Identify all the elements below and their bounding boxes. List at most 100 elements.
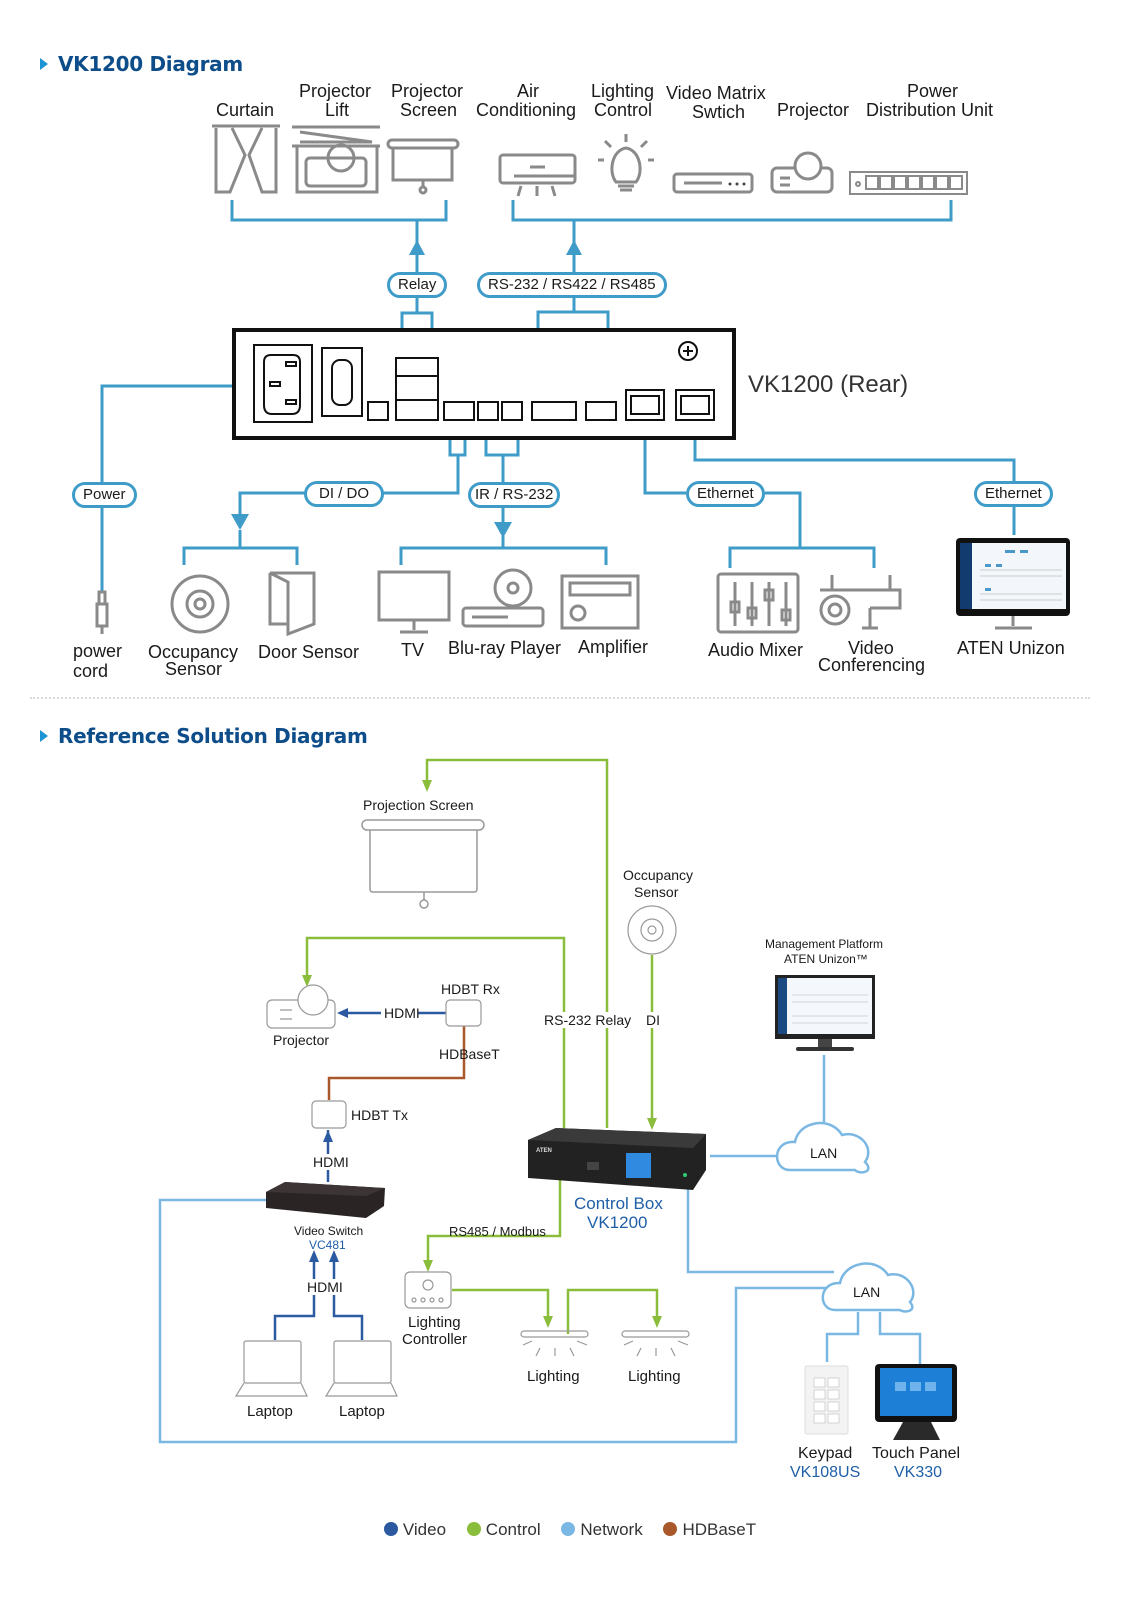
label-pdu-2: Distribution Unit	[866, 100, 994, 120]
label-lighting-control-1: Lighting	[591, 81, 655, 101]
label-air-cond-2: Conditioning	[476, 100, 577, 120]
wire-network-to-lan-2	[686, 1180, 834, 1274]
label-amplifier: Amplifier	[578, 637, 649, 657]
lan-cloud-2	[821, 1262, 915, 1313]
label-lighting-control-2: Control	[594, 100, 653, 120]
label-keypad: Keypad	[798, 1445, 853, 1462]
keypad-icon	[804, 1365, 849, 1435]
wire-network-panels	[825, 1312, 922, 1364]
label-hdbt-rx: HDBT Rx	[441, 981, 500, 997]
label-lighting-controller-1: Lighting	[408, 1314, 461, 1331]
door-sensor-icon	[268, 571, 316, 637]
arrow-up-icon	[566, 240, 582, 255]
label-touch-panel-model: VK330	[894, 1464, 943, 1481]
aten-unizon-monitor-icon	[956, 538, 1070, 630]
pill-ethernet-1: Ethernet	[686, 481, 765, 507]
arrow-down-icon	[302, 975, 312, 987]
legend-item-hdbaset: HDBaseT	[663, 1520, 756, 1540]
label-touch-panel: Touch Panel	[872, 1445, 961, 1462]
hdbt-rx-box	[445, 999, 482, 1027]
projector-icon	[266, 984, 336, 1029]
arrow-down-icon	[494, 522, 512, 538]
hdbt-tx-box	[311, 1100, 347, 1129]
label-di: DI	[646, 1012, 660, 1028]
arrow-up-icon	[323, 1130, 333, 1142]
label-projector-lift-1: Projector	[299, 81, 372, 101]
arrow-left-icon	[337, 1008, 348, 1018]
label-lan-2: LAN	[853, 1284, 881, 1300]
arrow-down-icon	[231, 514, 249, 530]
label-bluray: Blu-ray Player	[448, 638, 562, 658]
pill-relay: Relay	[387, 272, 448, 298]
power-cord-icon	[95, 590, 109, 634]
label-power-cord-2: cord	[73, 661, 109, 681]
label-control-box: Control Box	[574, 1194, 663, 1213]
video-conferencing-icon	[819, 575, 902, 630]
label-projector: Projector	[777, 100, 850, 120]
label-air-cond-1: Air	[517, 81, 539, 101]
tv-icon	[377, 570, 451, 634]
wire-hdbaset	[327, 1026, 466, 1100]
vk1200-wiring-diagram	[95, 124, 1070, 637]
label-control-box-model: VK1200	[587, 1213, 648, 1232]
arrow-up-icon	[309, 1250, 319, 1262]
wire-video-laptop-1	[273, 1258, 316, 1340]
label-laptop-2: Laptop	[339, 1403, 385, 1420]
label-video-conf-2: Conferencing	[818, 655, 926, 675]
power-inlet-icon	[253, 344, 313, 423]
bluray-player-icon	[461, 568, 545, 628]
arrow-up-icon	[329, 1250, 339, 1262]
ground-screw-icon	[678, 341, 698, 361]
legend-item-network: Network	[561, 1520, 643, 1540]
touch-panel-icon	[875, 1364, 957, 1440]
legend-dot-video	[383, 1522, 398, 1536]
laptop-icon	[234, 1340, 308, 1397]
wire-control-lighting	[452, 1288, 659, 1334]
control-box-vk1200-image: ATEN	[528, 1128, 706, 1190]
label-curtain: Curtain	[216, 100, 275, 120]
power-switch-icon	[321, 347, 363, 417]
triangle-bullet-icon	[40, 729, 48, 742]
video-matrix-switch-icon	[672, 172, 754, 194]
ethernet-port-icon	[625, 389, 665, 421]
label-projector-screen-2: Screen	[400, 100, 458, 120]
label-occupancy-1: Occupancy	[148, 642, 239, 662]
laptop-icon	[324, 1340, 398, 1397]
wire-serial-bus	[511, 200, 953, 222]
label-hdbaset: HDBaseT	[439, 1046, 500, 1062]
wire-dido-bus	[182, 530, 299, 565]
label-hdbt-tx: HDBT Tx	[351, 1107, 409, 1123]
arrow-down-icon	[422, 780, 432, 792]
label-video-matrix-2: Swtich	[692, 102, 746, 122]
light-bulb-icon	[598, 134, 654, 192]
label-rs232-relay: RS-232 Relay	[544, 1012, 632, 1028]
label-lighting-2: Lighting	[628, 1368, 681, 1385]
label-rs485-modbus: RS485 / Modbus	[449, 1224, 546, 1239]
wire-control-projector	[305, 936, 566, 1128]
arrow-down-icon	[647, 1118, 657, 1130]
amplifier-icon	[560, 574, 640, 630]
label-projector-lift-2: Lift	[325, 100, 350, 120]
legend-item-video: Video	[383, 1520, 446, 1540]
projection-screen-icon	[386, 138, 460, 195]
lighting-controller-icon	[404, 1271, 452, 1309]
ethernet-port-icon	[675, 389, 715, 421]
label-pdu-1: Power	[907, 81, 959, 101]
label-occupancy-1: Occupancy	[623, 867, 694, 883]
label-projector: Projector	[273, 1032, 330, 1048]
projector-icon	[770, 151, 834, 194]
label-video-conf-1: Video	[848, 638, 894, 658]
projection-screen-icon	[361, 819, 485, 909]
label-video-matrix-1: Video Matrix	[666, 83, 766, 103]
label-video-switch: Video Switch	[294, 1224, 364, 1238]
arrow-down-icon	[543, 1316, 553, 1328]
wire-network-switch	[158, 1198, 826, 1444]
label-lighting-controller-2: Controller	[402, 1331, 468, 1348]
label-door-sensor: Door Sensor	[258, 642, 360, 662]
legend: Video Control Network HDBaseT	[0, 1520, 1140, 1540]
lan-cloud-1	[775, 1121, 870, 1174]
label-lighting-1: Lighting	[527, 1368, 580, 1385]
wire-ethernet-1-bus	[728, 546, 876, 568]
arrow-up-icon	[409, 240, 425, 255]
lighting-fixture-icon	[520, 1330, 589, 1357]
